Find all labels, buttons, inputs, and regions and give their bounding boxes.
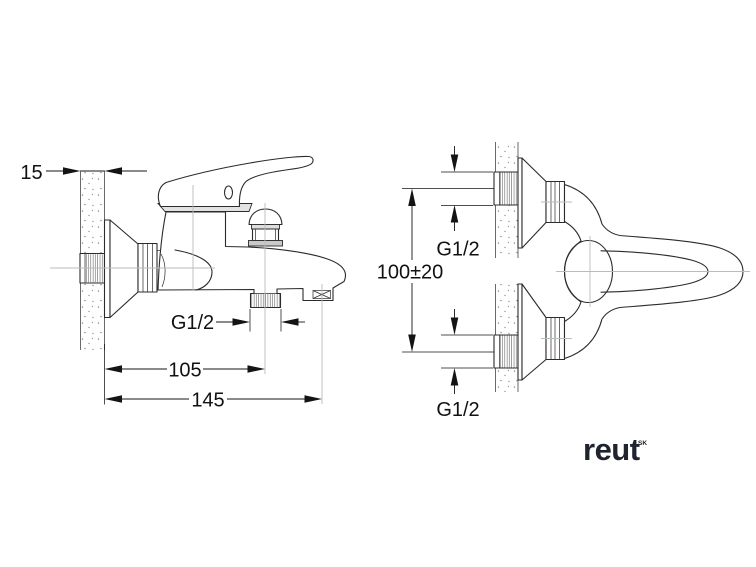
body-arc-small — [160, 253, 166, 288]
bottom-connection — [493, 283, 566, 381]
diverter-base-ring — [248, 240, 283, 247]
cone-flange — [521, 283, 547, 381]
eccentric-union-side — [103, 219, 161, 319]
dim-arrow — [104, 365, 122, 373]
dim-arrow — [232, 318, 250, 326]
spout-outlet — [250, 290, 331, 307]
dim-bottom-thread-label: G1/2 — [436, 399, 479, 421]
dim-arrow — [247, 365, 265, 373]
centerlines-front — [541, 201, 750, 339]
dim-105: 105 — [104, 360, 265, 382]
brand-logo: reut SK — [583, 432, 647, 467]
dim-top-thread: G1/2 — [436, 146, 493, 261]
pipe-thread — [500, 335, 518, 368]
outlet-thread — [251, 294, 280, 307]
logo-text: reut — [583, 432, 640, 467]
mixer-body-side — [157, 155, 347, 309]
dim-arrow — [63, 167, 81, 175]
escutcheon-plate — [103, 219, 111, 319]
dim-arrow — [450, 368, 459, 386]
dim-arrow — [281, 318, 299, 326]
dim-spacing-label: 100±20 — [377, 262, 444, 284]
diverter-knob — [248, 208, 283, 247]
pipe-thread — [500, 172, 518, 205]
dim-arrow — [450, 317, 459, 335]
dim-wall-thickness-label: 15 — [20, 162, 42, 184]
dim-arrow — [450, 205, 459, 223]
diverter-dome — [248, 208, 283, 226]
dim-arrow — [408, 334, 416, 352]
dim-outlet-thread: G1/2 — [171, 309, 305, 334]
logo-mark: SK — [638, 440, 647, 447]
centerlines-side — [50, 185, 323, 404]
dim-arrow — [408, 188, 416, 206]
dim-arrow — [304, 395, 322, 403]
dim-145: 145 — [104, 344, 322, 412]
diverter-cylinder — [251, 228, 280, 242]
diverter-neck-ring — [251, 224, 280, 230]
dim-105-label: 105 — [168, 360, 201, 382]
escutcheon-plate — [517, 283, 523, 381]
handle-indicator-cap — [223, 185, 234, 200]
lever-handle — [157, 155, 314, 208]
dim-top-thread-label: G1/2 — [436, 239, 479, 261]
dim-145-label: 145 — [191, 390, 224, 412]
side-view: 15 G1/2 105 145 — [20, 155, 347, 412]
dim-bottom-thread: G1/2 — [436, 309, 493, 421]
body-spout-outline — [157, 211, 347, 309]
dim-arrow — [104, 395, 122, 403]
dim-arrow — [104, 167, 122, 175]
dim-outlet-thread-label: G1/2 — [171, 312, 214, 334]
cone-flange — [521, 157, 547, 249]
cone-flange — [109, 219, 139, 319]
dim-wall-thickness: 15 — [20, 162, 147, 184]
dim-arrow — [450, 154, 459, 172]
dim-connection-spacing: 100±20 — [377, 188, 494, 353]
front-view: G1/2 100±20 G1/2 — [377, 142, 750, 421]
escutcheon-plate — [517, 157, 523, 249]
